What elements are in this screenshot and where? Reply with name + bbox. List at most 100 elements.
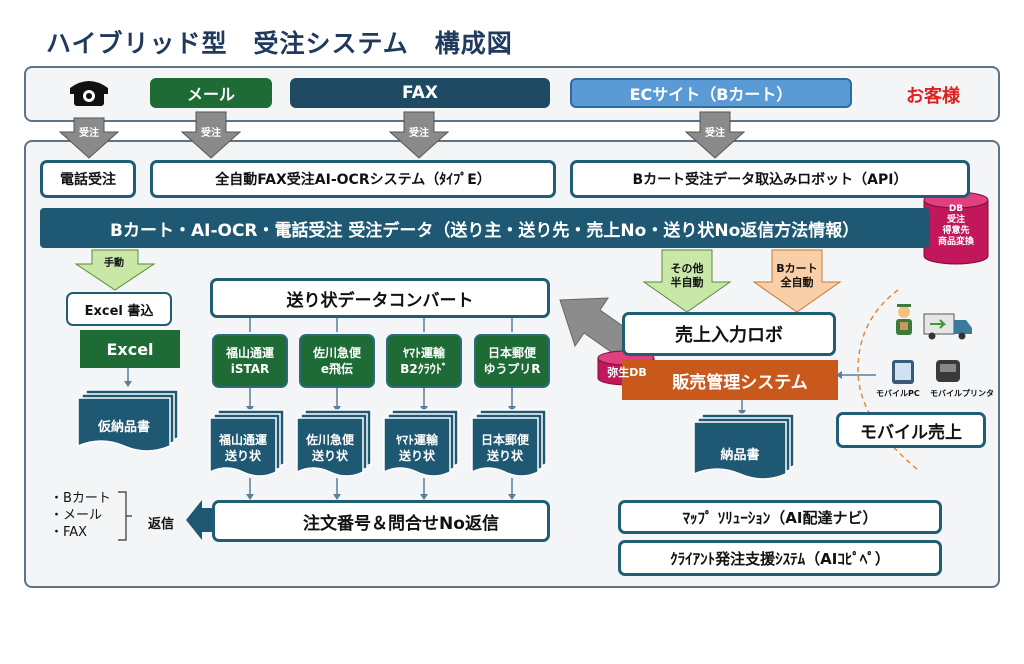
slip-docs xyxy=(209,409,547,477)
reply-label: 返信 xyxy=(148,517,175,532)
channel-ec: ECサイト（Bカート） xyxy=(570,78,852,108)
auto-label-line1: Bカート xyxy=(776,262,818,275)
auto-arrow xyxy=(752,249,842,313)
slip-yamato-label: ﾔﾏﾄ運輸 送り状 xyxy=(384,432,450,464)
fax-ocr-label: 全自動FAX受注AI-OCRシステム（ﾀｲﾌﾟE） xyxy=(215,172,491,188)
db-cylinder xyxy=(923,191,989,265)
semi-auto-label-line2: 半自動 xyxy=(670,276,704,289)
delivery-note-doc xyxy=(693,413,795,480)
mobile-sales-box: モバイル売上 xyxy=(836,412,986,448)
carrier-fukuyama-line2: iSTAR xyxy=(230,362,270,376)
receive-label-mail: 受注 xyxy=(201,128,221,139)
db-label: DB 受注 得意先 商品変換 xyxy=(924,204,988,248)
order-data-band-label: Bカート・AI-OCR・電話受注 受注データ（送り主・送り先・売上No・送り状N… xyxy=(110,220,860,241)
carrier-fukuyama-line1: 福山通運 xyxy=(225,346,274,360)
mobile-pc-icon xyxy=(892,360,914,384)
yayoi-db-label: 弥生DB xyxy=(607,366,647,379)
db-label-line4: 商品変換 xyxy=(937,237,974,247)
mobile-printer-icon xyxy=(936,360,960,382)
db-label-line2: 受注 xyxy=(946,215,965,225)
receive-label-phone: 受注 xyxy=(79,128,99,139)
bcart-robot-box: Bカート受注データ取込みロボット（API） xyxy=(570,160,970,198)
reply-list-item-fax: ・FAX xyxy=(50,525,88,540)
customer-label: お客様 xyxy=(906,86,960,107)
order-data-band: Bカート・AI-OCR・電話受注 受注データ（送り主・送り先・売上No・送り状N… xyxy=(40,208,930,248)
carrier-sagawa-line1: 佐川急便 xyxy=(312,346,361,360)
carrier-yamato-line2: B2ｸﾗｳﾄﾞ xyxy=(400,362,448,376)
channel-fax-label: FAX xyxy=(402,83,438,103)
db-label-line1: DB xyxy=(948,204,964,214)
slip-fukuyama-label: 福山通運 送り状 xyxy=(210,432,276,464)
slip-fukuyama-line1: 福山通運 xyxy=(218,433,267,447)
order-reply-box: 注文番号＆問合せNo返信 xyxy=(212,500,550,542)
converter-label: 送り状データコンバート xyxy=(286,290,474,311)
slip-japanpost-line2: 送り状 xyxy=(486,449,523,463)
carrier-fukuyama: 福山通運 iSTAR xyxy=(212,334,288,388)
slip-japanpost-label: 日本郵便 送り状 xyxy=(472,432,538,464)
mobile-printer-label: モバイルプリンタ xyxy=(930,389,994,398)
manual-arrow xyxy=(74,249,156,291)
bcart-robot-label: Bカート受注データ取込みロボット（API） xyxy=(632,172,908,188)
delivery-note-label: 納品書 xyxy=(720,448,760,463)
receive-label-ec: 受注 xyxy=(705,128,725,139)
page-title: ハイブリッド型 受注システム 構成図 xyxy=(46,29,513,58)
receive-arrow-mail xyxy=(180,111,242,159)
auto-label: Bカート 全自動 xyxy=(772,262,822,290)
sales-robot-label: 売上入力ロボ xyxy=(675,325,783,346)
carrier-sagawa-line2: e飛伝 xyxy=(320,362,354,376)
excel-label: Excel xyxy=(106,339,154,359)
converter-box: 送り状データコンバート xyxy=(210,278,550,318)
receive-arrow-phone xyxy=(58,117,120,159)
receive-arrow-ec xyxy=(684,111,746,159)
phone-order-box: 電話受注 xyxy=(40,160,136,198)
carrier-japanpost-line1: 日本郵便 xyxy=(487,346,536,360)
excel-write-label: Excel 書込 xyxy=(84,303,154,319)
channel-mail: メール xyxy=(150,78,272,108)
slip-yamato-line1: ﾔﾏﾄ運輸 xyxy=(395,433,438,447)
slip-japanpost-line1: 日本郵便 xyxy=(480,433,529,447)
slip-yamato-line2: 送り状 xyxy=(398,449,435,463)
sales-mgmt-box: 販売管理システム xyxy=(622,360,838,400)
carrier-japanpost: 日本郵便 ゆうプリR xyxy=(474,334,550,388)
slip-sagawa-label: 佐川急便 送り状 xyxy=(297,432,363,464)
phone-order-label: 電話受注 xyxy=(60,172,116,188)
carrier-yamato: ﾔﾏﾄ運輸 B2ｸﾗｳﾄﾞ xyxy=(386,334,462,388)
carrier-japanpost-line2: ゆうプリR xyxy=(483,362,541,376)
excel-write-box: Excel 書込 xyxy=(66,292,172,326)
client-support-box: ｸﾗｲｱﾝﾄ発注支援ｼｽﾃﾑ（AIｺﾋﾟﾍﾟ） xyxy=(618,540,942,576)
map-solution-label: ﾏｯﾌﾟ ｿﾘｭｰｼｮﾝ（AI配達ナビ） xyxy=(682,508,878,527)
receive-arrow-fax xyxy=(388,111,450,159)
channel-mail-label: メール xyxy=(186,85,235,104)
reply-list-item-mail: ・メール xyxy=(50,508,103,523)
slip-fukuyama-line2: 送り状 xyxy=(224,449,261,463)
phone-icon xyxy=(70,81,108,106)
slip-sagawa-line1: 佐川急便 xyxy=(305,433,354,447)
client-support-label: ｸﾗｲｱﾝﾄ発注支援ｼｽﾃﾑ（AIｺﾋﾟﾍﾟ） xyxy=(670,549,890,568)
excel-box: Excel xyxy=(80,330,180,368)
sales-mgmt-label: 販売管理システム xyxy=(672,372,808,393)
reply-arrow xyxy=(186,500,212,540)
fax-ocr-box: 全自動FAX受注AI-OCRシステム（ﾀｲﾌﾟE） xyxy=(150,160,556,198)
channel-ec-label: ECサイト（Bカート） xyxy=(629,85,793,104)
reply-list: ・Bカート ・メール ・FAX xyxy=(50,490,118,541)
truck-icon xyxy=(923,313,972,340)
carrier-yamato-line1: ﾔﾏﾄ運輸 xyxy=(402,346,445,360)
db-label-line3: 得意先 xyxy=(942,226,970,236)
carrier-sagawa: 佐川急便 e飛伝 xyxy=(299,334,375,388)
delivery-person-icon xyxy=(896,304,912,335)
auto-label-line2: 全自動 xyxy=(780,276,814,289)
manual-label: 手動 xyxy=(104,258,124,269)
temp-delivery-label: 仮納品書 xyxy=(97,420,150,435)
reply-brace xyxy=(118,491,132,541)
semi-auto-arrow xyxy=(642,249,732,313)
sales-robot-box: 売上入力ロボ xyxy=(622,312,836,356)
semi-auto-label: その他 半自動 xyxy=(662,262,712,290)
map-solution-box: ﾏｯﾌﾟ ｿﾘｭｰｼｮﾝ（AI配達ナビ） xyxy=(618,500,942,534)
receive-label-fax: 受注 xyxy=(409,128,429,139)
temp-delivery-doc xyxy=(77,389,179,452)
slip-sagawa-line2: 送り状 xyxy=(311,449,348,463)
reply-list-item-bcart: ・Bカート xyxy=(50,491,111,506)
mobile-pc-label: モバイルPC xyxy=(876,389,920,398)
semi-auto-label-line1: その他 xyxy=(670,262,704,275)
